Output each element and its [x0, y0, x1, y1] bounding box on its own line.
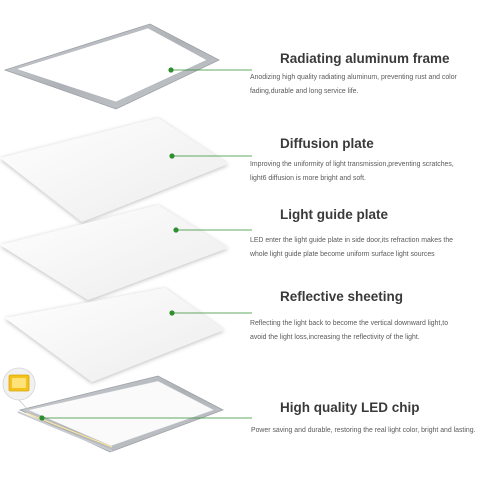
led-chip-icon — [2, 367, 36, 413]
frame-description-line-2: fading,durable and long service life. — [250, 88, 359, 95]
callout-dot-chip — [39, 415, 45, 421]
aluminum-frame-inner — [15, 27, 208, 103]
frame-title: Radiating aluminum frame — [280, 51, 450, 66]
light-guide-plate — [0, 205, 228, 300]
frame-description-line-1: Anodizing high quality radiating aluminu… — [250, 74, 457, 81]
callout-dot-diffusion — [169, 153, 175, 159]
reflective-description-line-2: avoid the light loss,increasing the refl… — [250, 334, 420, 341]
chip-description: Power saving and durable, restoring the … — [251, 424, 475, 438]
led-panel-layer — [17, 375, 224, 453]
diffusion-plate — [0, 118, 228, 222]
guide-description-line-2: whole light guide plate become uniform s… — [250, 251, 435, 258]
diffusion-description-line-1: Improving the uniformity of light transm… — [250, 161, 454, 168]
led-strip — [17, 411, 113, 452]
reflective-sheeting — [5, 288, 224, 382]
reflective-description-line-1: Reflecting the light back to become the … — [250, 320, 449, 327]
callout-dot-frame — [168, 67, 174, 73]
guide-description: LED enter the light guide plate in side … — [250, 234, 453, 262]
diffusion-title: Diffusion plate — [280, 136, 374, 151]
diffusion-description: Improving the uniformity of light transm… — [250, 158, 454, 186]
led-panel-surface — [27, 380, 215, 447]
chip-title: High quality LED chip — [280, 400, 420, 415]
callouts — [39, 67, 252, 421]
frame-description: Anodizing high quality radiating aluminu… — [250, 71, 457, 99]
reflective-description: Reflecting the light back to become the … — [250, 317, 448, 345]
guide-description-line-1: LED enter the light guide plate in side … — [250, 237, 454, 244]
chip-description-line-1: Power saving and durable, restoring the … — [251, 427, 476, 434]
reflective-title: Reflective sheeting — [280, 289, 404, 304]
diffusion-description-line-2: light6 diffusion is more bright and soft… — [250, 175, 366, 182]
aluminum-frame-layer — [3, 23, 220, 110]
guide-title: Light guide plate — [280, 207, 388, 222]
callout-dot-reflective — [169, 310, 175, 316]
callout-dot-guide — [173, 227, 179, 233]
